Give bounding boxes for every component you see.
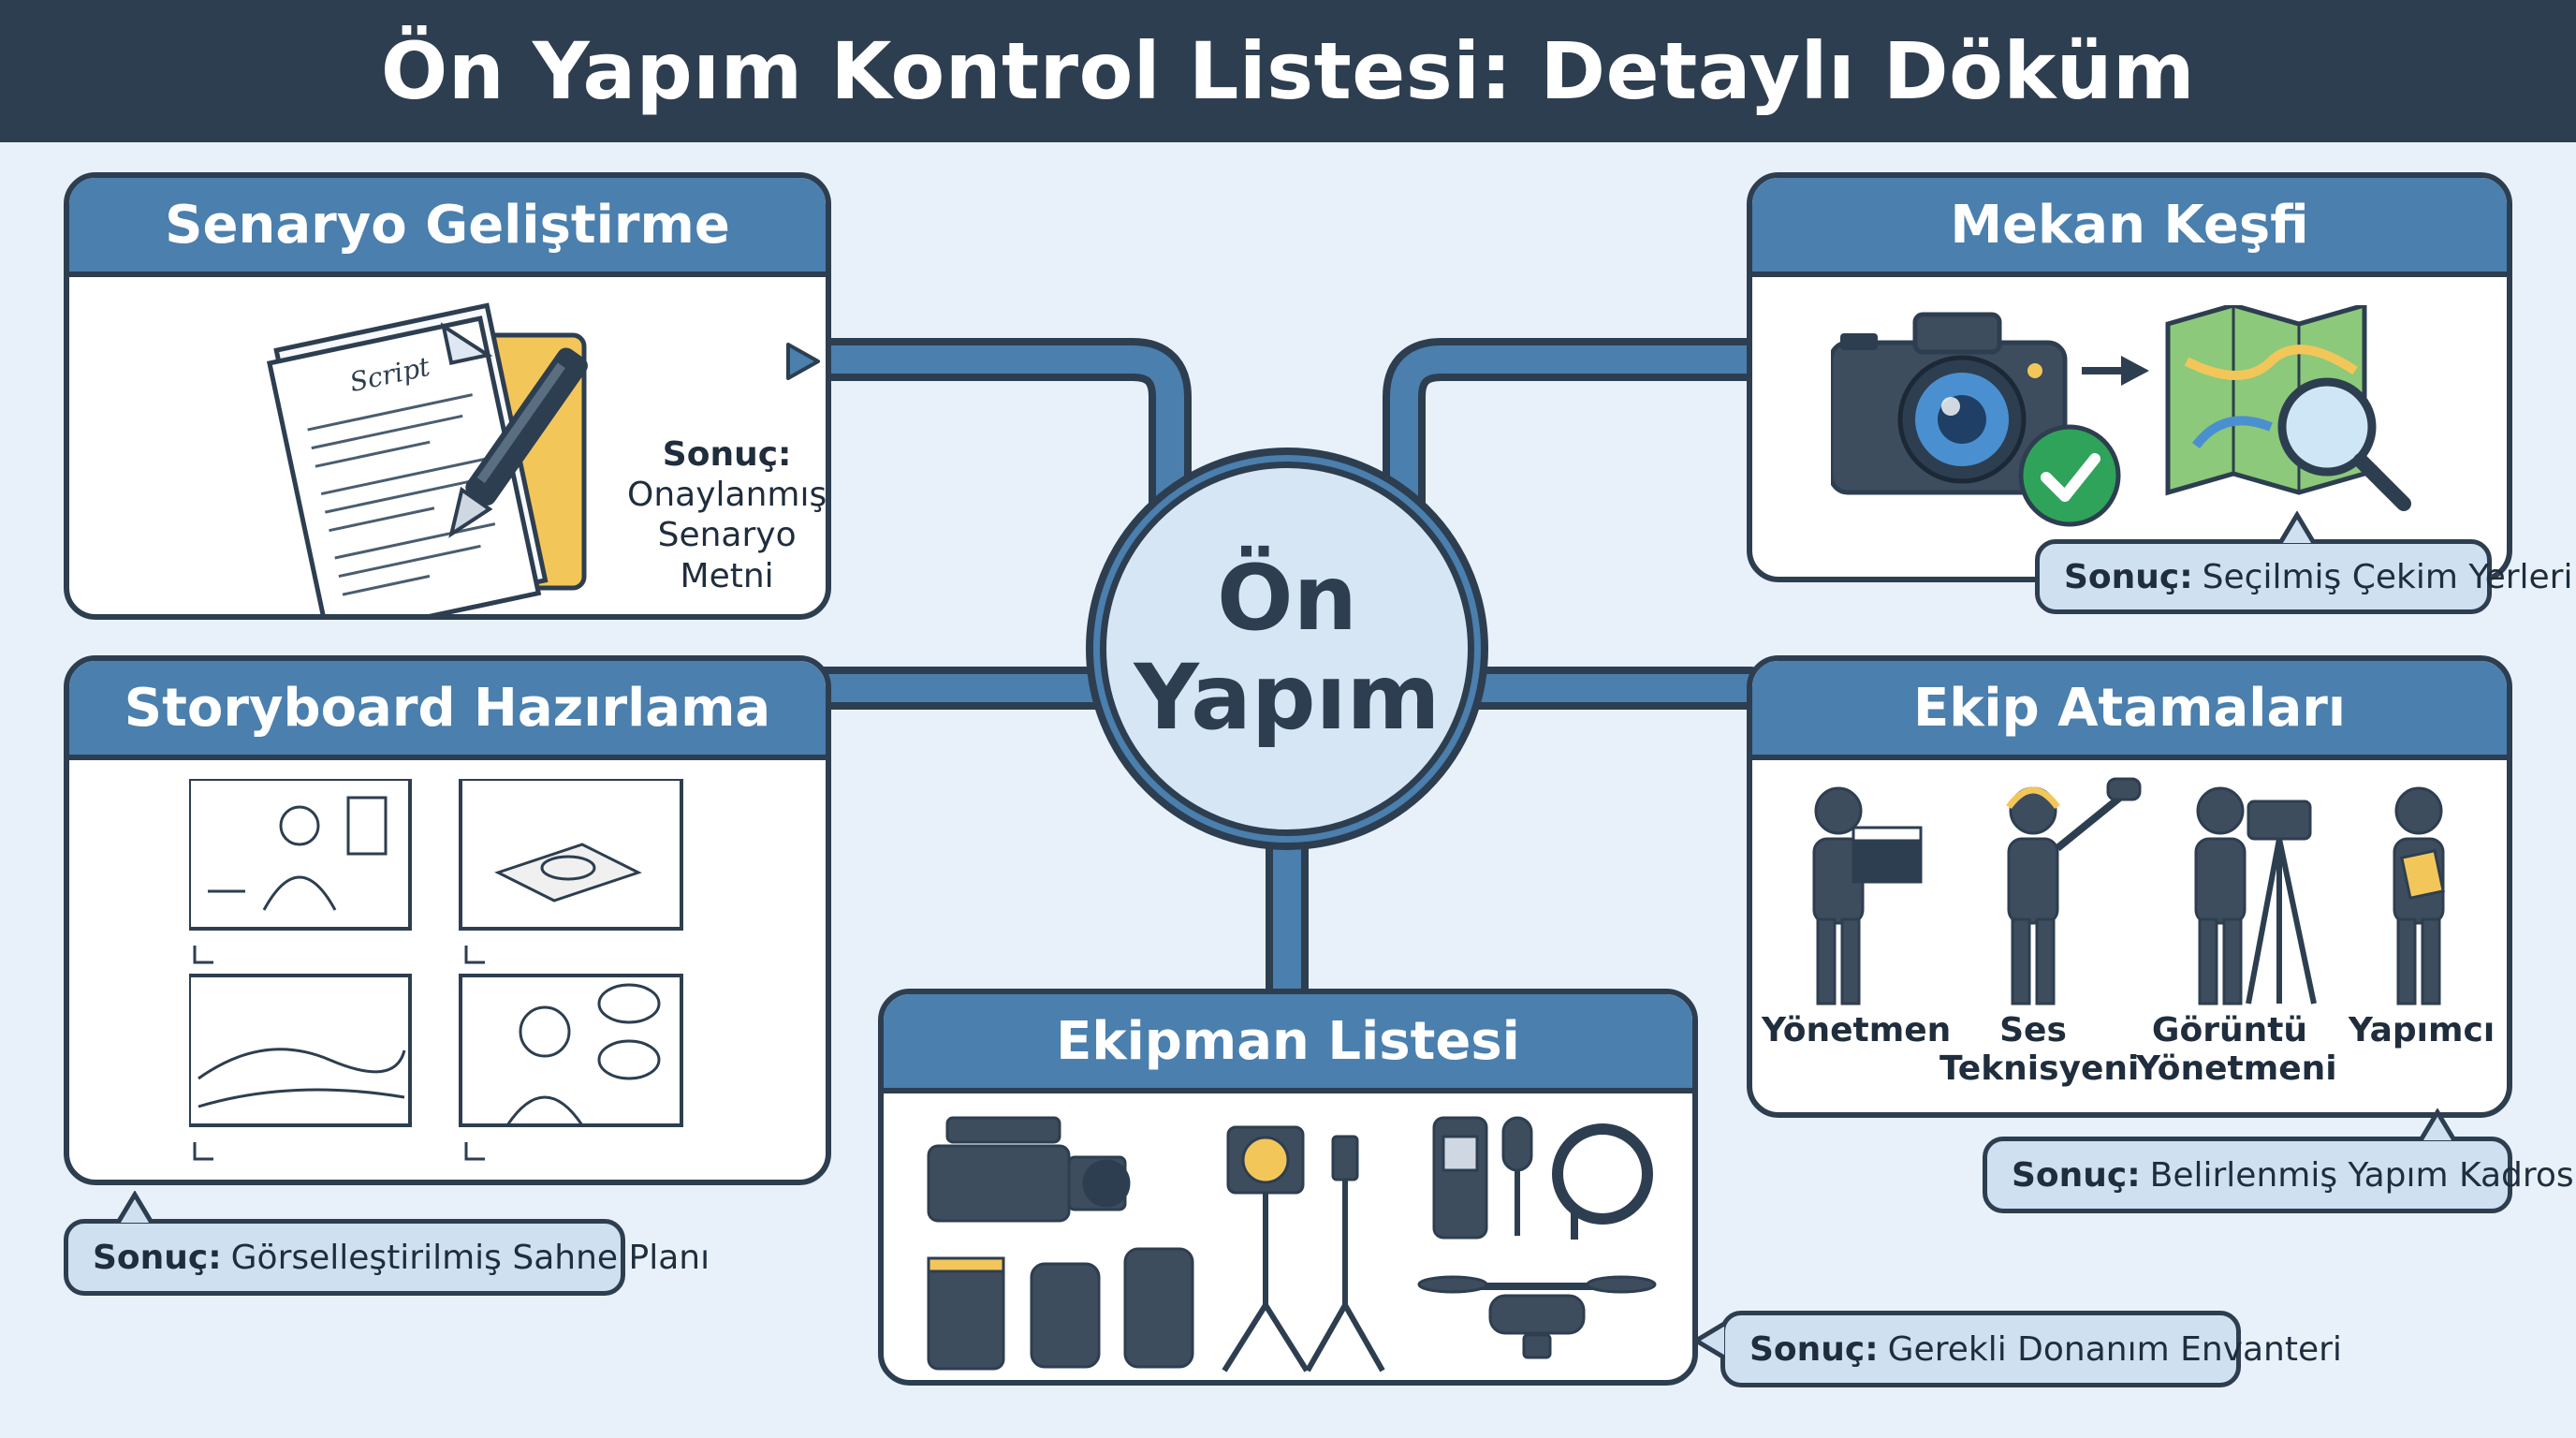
location-callout-tail <box>2278 511 2316 543</box>
cinematographer-figure-icon <box>2194 786 2317 1005</box>
panel-title: Storyboard Hazırlama <box>69 661 826 760</box>
crew-result-callout: Sonuç: Belirlenmiş Yapım Kadrosu <box>1983 1137 2576 1213</box>
header-bar: Ön Yapım Kontrol Listesi: Detaylı Döküm <box>0 0 2576 142</box>
script-result-arrow-icon <box>786 343 820 380</box>
panel-equipment-list: Ekipman Listesi <box>878 989 1698 1386</box>
drone-icon <box>1417 1275 1657 1359</box>
sound-tech-figure-icon <box>2006 777 2142 1005</box>
script-result: Sonuç: Onaylanmış Senaryo Metni <box>627 434 827 596</box>
panel-location-scouting: Mekan Keşfi <box>1747 172 2512 582</box>
lens-icons <box>927 1247 1194 1371</box>
equipment-icons <box>927 1116 1657 1372</box>
result-prefix: Sonuç: <box>2012 1155 2141 1195</box>
role-label-director: Yönetmen <box>1762 1011 1952 1049</box>
panel-title: Ekip Atamaları <box>1752 661 2507 760</box>
producer-figure-icon <box>2393 786 2445 1005</box>
result-prefix: Sonuç: <box>93 1238 222 1277</box>
audio-recorder-icon <box>1432 1116 1488 1240</box>
magnifier-icon <box>2277 377 2411 511</box>
panel-body <box>1752 277 2507 577</box>
role-label-producer: Yapımcı <box>2348 1011 2496 1049</box>
storyboard-frames-icon <box>189 779 683 1161</box>
light-stand-icon <box>1305 1135 1385 1372</box>
studio-light-icon <box>1222 1125 1310 1372</box>
panel-storyboard: Storyboard Hazırlama <box>64 655 831 1185</box>
storyboard-frame-4 <box>459 974 683 1127</box>
check-badge-icon <box>2018 424 2121 527</box>
microphone-icon <box>1501 1116 1533 1236</box>
panel-title: Ekipman Listesi <box>884 994 1692 1093</box>
script-result-label: Sonuç: <box>662 435 792 474</box>
camera-map-icons <box>1831 305 2411 527</box>
cable-icon <box>1552 1123 1653 1240</box>
hub-line-1: Ön <box>1217 546 1357 652</box>
hub-line-2: Yapım <box>1134 645 1441 750</box>
storyboard-result-callout: Sonuç: Görselleştirilmiş Sahne Planı <box>64 1219 710 1296</box>
crew-result-text: Belirlenmiş Yapım Kadrosu <box>2149 1155 2576 1195</box>
panel-body: Yönetmen Ses Teknisyeni Görüntü Yönetmen… <box>1752 760 2507 1112</box>
script-result-line-2: Senaryo Metni <box>657 516 797 595</box>
panel-body <box>884 1093 1692 1380</box>
hub: Ön Yapım <box>1095 457 1479 841</box>
equipment-result-text: Gerekli Donanım Envanteri <box>1887 1329 2342 1369</box>
script-document-icon: Script <box>266 302 588 614</box>
panel-body <box>69 760 826 1180</box>
role-label-sound-tech: Ses Teknisyeni <box>1939 1011 2140 1089</box>
role-label-cinematographer: Görüntü Yönetmeni <box>2136 1011 2337 1089</box>
result-prefix: Sonuç: <box>1749 1329 1879 1369</box>
location-result-callout: Sonuç: Seçilmiş Çekim Yerleri <box>2035 539 2572 614</box>
panel-script-development: Senaryo Geliştirme Script <box>64 172 831 620</box>
script-result-line-1: Onaylanmış <box>627 476 827 515</box>
page-title: Ön Yapım Kontrol Listesi: Detaylı Döküm <box>380 25 2196 117</box>
director-figure-icon <box>1812 786 1923 1005</box>
crew-figures-icon <box>1812 777 2445 1005</box>
panel-crew-assignments: Ekip Atamaları <box>1747 655 2512 1118</box>
equipment-callout-tail <box>1692 1322 1724 1359</box>
camera-icon <box>1831 312 2068 495</box>
crew-callout-tail <box>2419 1108 2456 1140</box>
arrow-right-icon <box>2082 356 2149 386</box>
result-prefix: Sonuç: <box>2064 557 2193 596</box>
panel-title: Mekan Keşfi <box>1752 178 2507 277</box>
storyboard-callout-tail <box>116 1191 154 1223</box>
panel-title: Senaryo Geliştirme <box>69 178 826 277</box>
equipment-result-callout: Sonuç: Gerekli Donanım Envanteri <box>1720 1311 2342 1387</box>
hub-core: Ön Yapım <box>1100 462 1474 836</box>
video-camera-icon <box>927 1116 1131 1223</box>
location-result-text: Seçilmiş Çekim Yerleri <box>2202 557 2573 596</box>
panel-body: Script Sonuç: Onaylanmış Senaryo Metni <box>69 277 826 614</box>
storyboard-result-text: Görselleştirilmiş Sahne Planı <box>230 1238 710 1277</box>
